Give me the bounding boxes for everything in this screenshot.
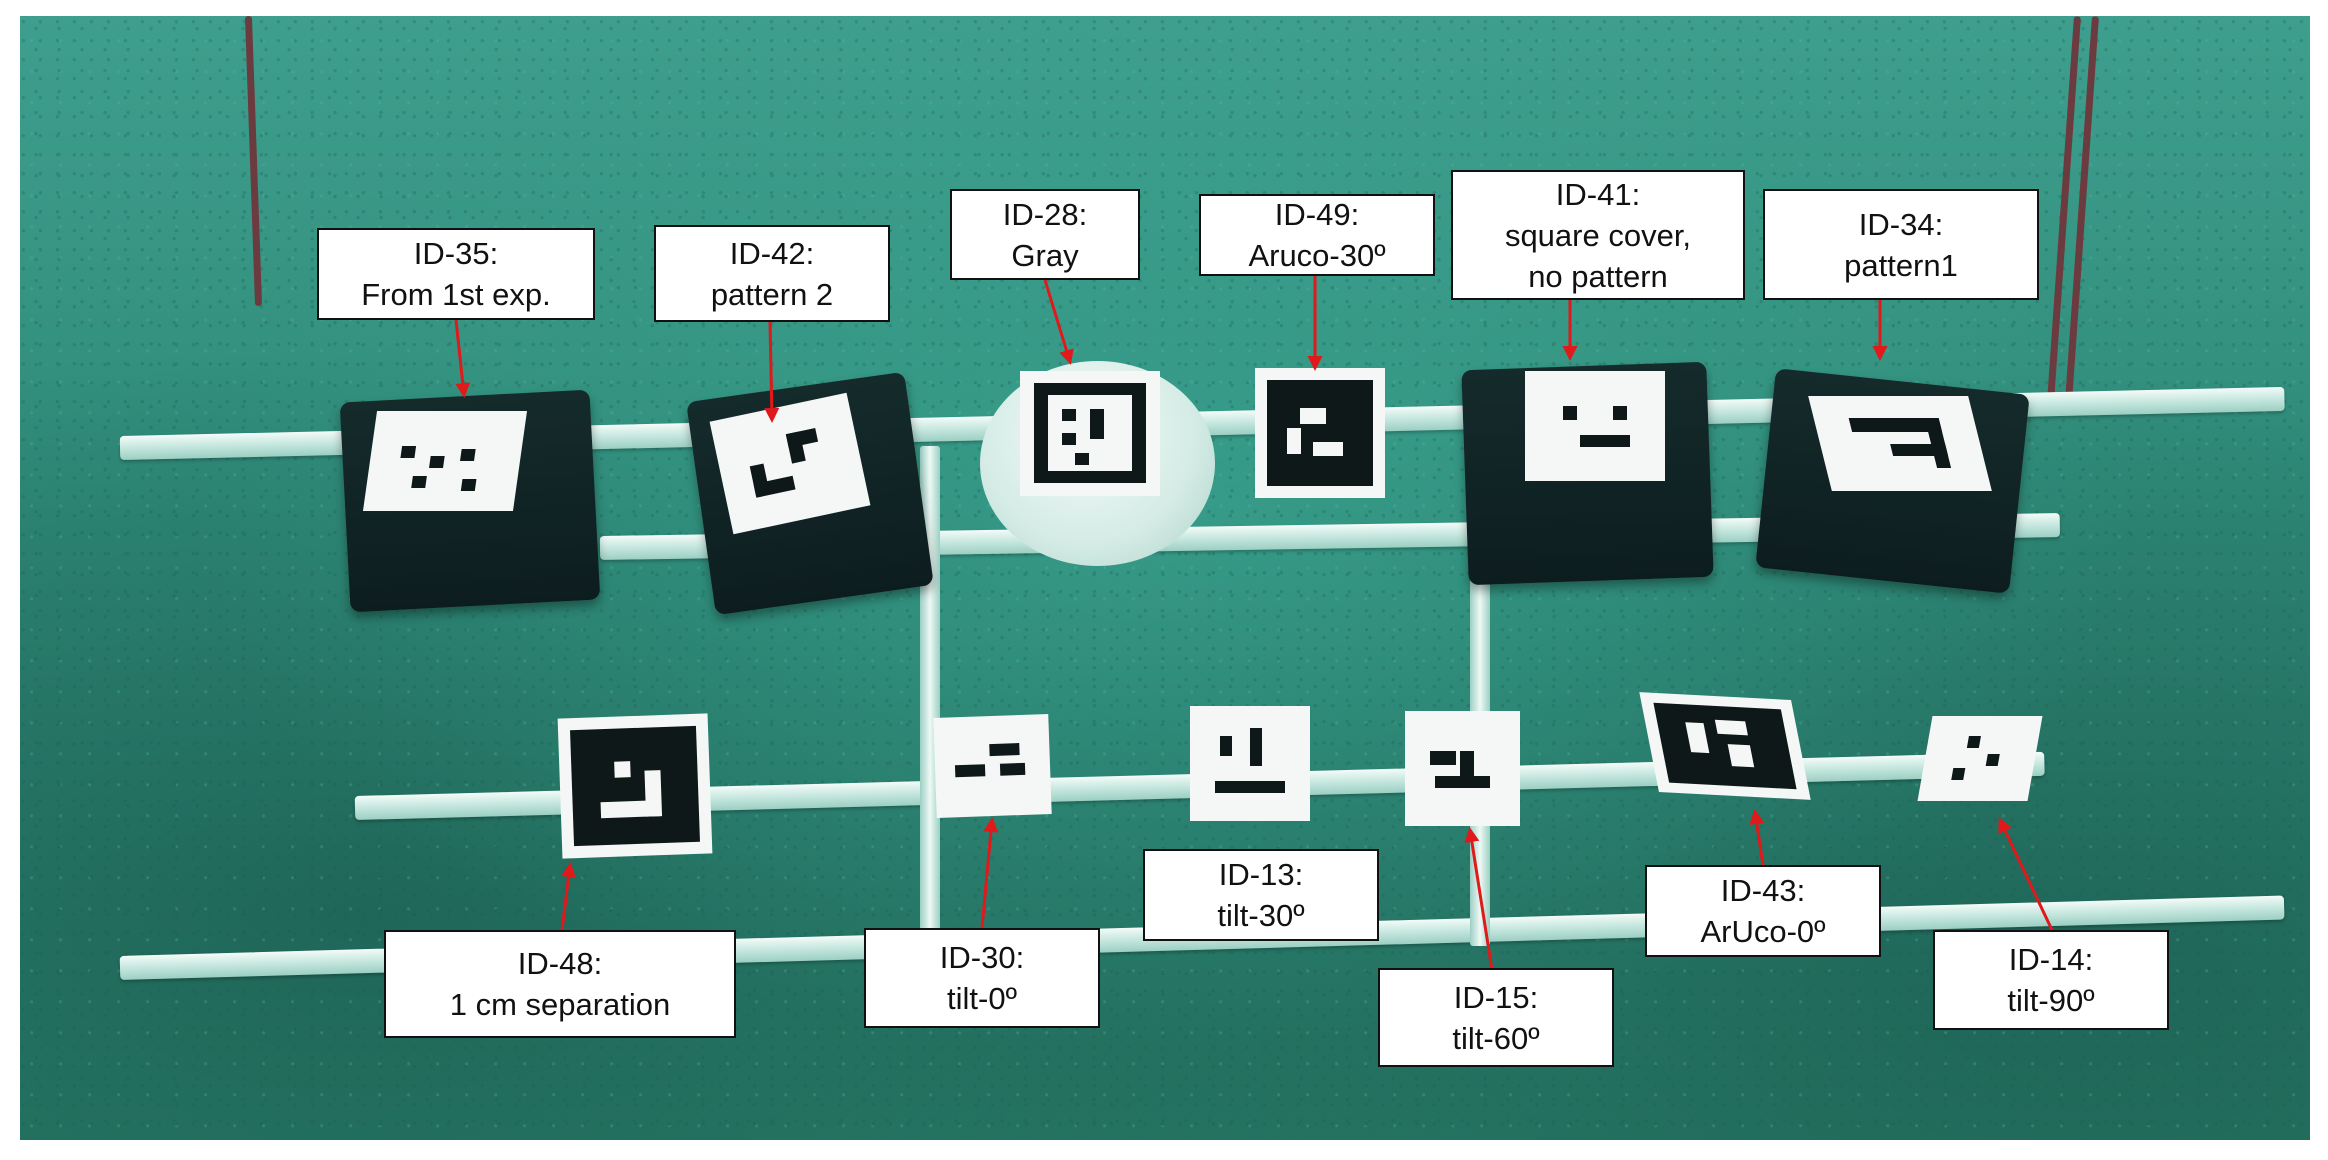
arrow-id14 <box>1998 817 2054 931</box>
label-id41: ID-41: square cover, no pattern <box>1451 170 1745 300</box>
label-id43-line2: ArUco-0º <box>1700 914 1826 949</box>
label-id42-line1: ID-42: <box>729 235 815 271</box>
arrow-id15 <box>1464 827 1494 971</box>
label-id48-line2: 1 cm separation <box>449 987 671 1022</box>
label-id41-line2: square cover, <box>1504 217 1692 253</box>
label-id14-line2: tilt-90º <box>2007 983 2095 1018</box>
marker-id15 <box>1405 711 1520 826</box>
arrow-id42 <box>764 321 780 423</box>
label-id15-line2: tilt-60º <box>1452 1020 1540 1056</box>
label-id35: ID-35: From 1st exp. <box>317 228 595 320</box>
label-id41-line1: ID-41: <box>1555 176 1641 212</box>
label-id49-line1: ID-49: <box>1274 197 1360 232</box>
label-id30-line1: ID-30: <box>939 940 1025 975</box>
arrow-id48 <box>560 862 576 931</box>
arrow-id43 <box>1749 809 1765 866</box>
label-id35-line2: From 1st exp. <box>361 277 551 312</box>
label-id49: ID-49: Aruco-30º <box>1199 194 1435 276</box>
arrow-id28 <box>1043 279 1074 365</box>
label-id48: ID-48: 1 cm separation <box>384 930 736 1038</box>
label-id30: ID-30: tilt-0º <box>864 928 1100 1028</box>
label-id13-line2: tilt-30º <box>1217 898 1305 933</box>
label-id14: ID-14: tilt-90º <box>1933 930 2169 1030</box>
label-id13-line1: ID-13: <box>1218 857 1304 892</box>
marker-id41 <box>1525 371 1665 481</box>
label-id15-line1: ID-15: <box>1453 979 1539 1015</box>
label-id43-line1: ID-43: <box>1720 873 1806 908</box>
label-id28-line2: Gray <box>1011 237 1079 273</box>
label-id13: ID-13: tilt-30º <box>1143 849 1379 941</box>
label-id41-line3: no pattern <box>1528 258 1668 294</box>
label-id15: ID-15: tilt-60º <box>1378 968 1614 1067</box>
label-id14-line1: ID-14: <box>2008 942 2094 977</box>
label-id42: ID-42: pattern 2 <box>654 225 890 322</box>
label-id28-line1: ID-28: <box>1002 196 1088 232</box>
label-id42-line2: pattern 2 <box>710 276 834 312</box>
label-id30-line2: tilt-0º <box>947 981 1017 1016</box>
label-id28: ID-28: Gray <box>950 189 1140 280</box>
label-id48-line1: ID-48: <box>517 946 603 981</box>
marker-id49 <box>1255 368 1385 498</box>
label-id34-line1: ID-34: <box>1858 206 1944 242</box>
label-id43: ID-43: ArUco-0º <box>1645 865 1881 957</box>
marker-id28 <box>1020 371 1160 496</box>
label-id35-line1: ID-35: <box>413 236 499 271</box>
label-id49-line2: Aruco-30º <box>1248 238 1386 273</box>
label-id34: ID-34: pattern1 <box>1763 189 2039 300</box>
arrow-id30 <box>980 817 999 929</box>
label-id34-line2: pattern1 <box>1844 247 1958 283</box>
arrow-id35 <box>454 319 471 398</box>
marker-id13 <box>1190 706 1310 821</box>
